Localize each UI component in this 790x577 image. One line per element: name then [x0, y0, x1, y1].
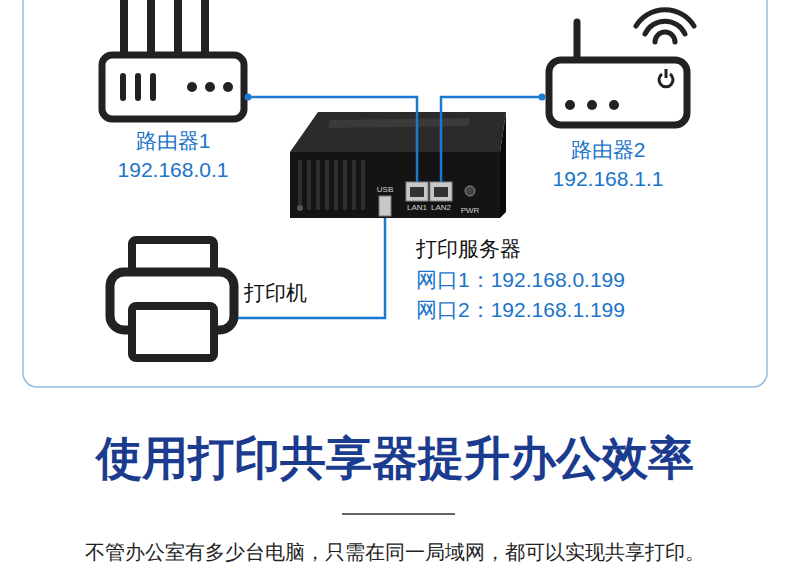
- wifi-arc: [636, 10, 694, 26]
- wifi-arc: [655, 32, 675, 42]
- power-symbol: [665, 69, 668, 78]
- port-label: LAN1: [407, 203, 427, 212]
- indicator-dot: [609, 100, 619, 110]
- title: 使用打印共享器提升办公效率: [0, 430, 790, 486]
- network-cable: [441, 97, 545, 182]
- power-jack: [465, 186, 475, 196]
- print-server-device: [290, 112, 506, 218]
- device-node: 路由器2192.168.1.1: [545, 57, 691, 128]
- indicator-dot: [587, 100, 597, 110]
- router-icon: [549, 10, 694, 125]
- antenna: [201, 0, 209, 55]
- device-node: 打印机: [105, 235, 238, 363]
- port-label: USB: [377, 185, 393, 194]
- reset-button: [297, 205, 303, 211]
- network-cable: [238, 218, 385, 318]
- node-name: 打印机: [244, 280, 307, 305]
- node-name: 路由器2: [571, 137, 646, 162]
- address-text: 192.168.1.1: [553, 166, 664, 191]
- device-plate: [328, 118, 470, 128]
- indicator: [150, 76, 156, 98]
- address-text: 网口2：192.168.1.199: [416, 297, 625, 322]
- port-label: PWR: [461, 206, 480, 215]
- address-text: 网口1：192.168.0.199: [416, 267, 625, 292]
- indicator-dot: [223, 82, 233, 92]
- indicator-dot: [565, 100, 575, 110]
- caption: 不管办公室有多少台电脑，只需在同一局域网，都可以实现共享打印。: [0, 538, 790, 566]
- router-icon: [102, 0, 244, 119]
- lan-port: [430, 182, 452, 201]
- printer-icon: [110, 240, 234, 358]
- device-side: [500, 112, 506, 218]
- indicator: [120, 76, 126, 98]
- lan-port-inner: [410, 187, 424, 197]
- usb-port: [379, 196, 391, 216]
- device-front: [290, 152, 500, 218]
- device-top: [290, 112, 506, 152]
- lan-port: [406, 182, 428, 201]
- paper-output: [132, 306, 214, 358]
- node-name: 路由器1: [136, 128, 211, 153]
- panel-border: [23, 0, 767, 387]
- divider-line: [342, 513, 455, 515]
- device-node: 路由器1192.168.0.1: [98, 50, 248, 122]
- port-label: LAN2: [431, 203, 451, 212]
- router-body: [549, 60, 687, 125]
- network-cable: [248, 97, 417, 182]
- indicator-dot: [187, 82, 197, 92]
- antenna: [147, 0, 155, 55]
- lan-port-inner: [434, 187, 448, 197]
- router-body: [102, 55, 244, 119]
- vent-slots: [298, 160, 365, 210]
- address-text: 192.168.0.1: [118, 157, 229, 182]
- antenna: [120, 0, 128, 55]
- node-name: 打印服务器: [416, 236, 521, 261]
- antenna: [174, 0, 182, 55]
- antenna: [574, 22, 581, 60]
- indicator-dot: [205, 82, 215, 92]
- indicator: [135, 76, 141, 98]
- wifi-arc: [645, 21, 685, 34]
